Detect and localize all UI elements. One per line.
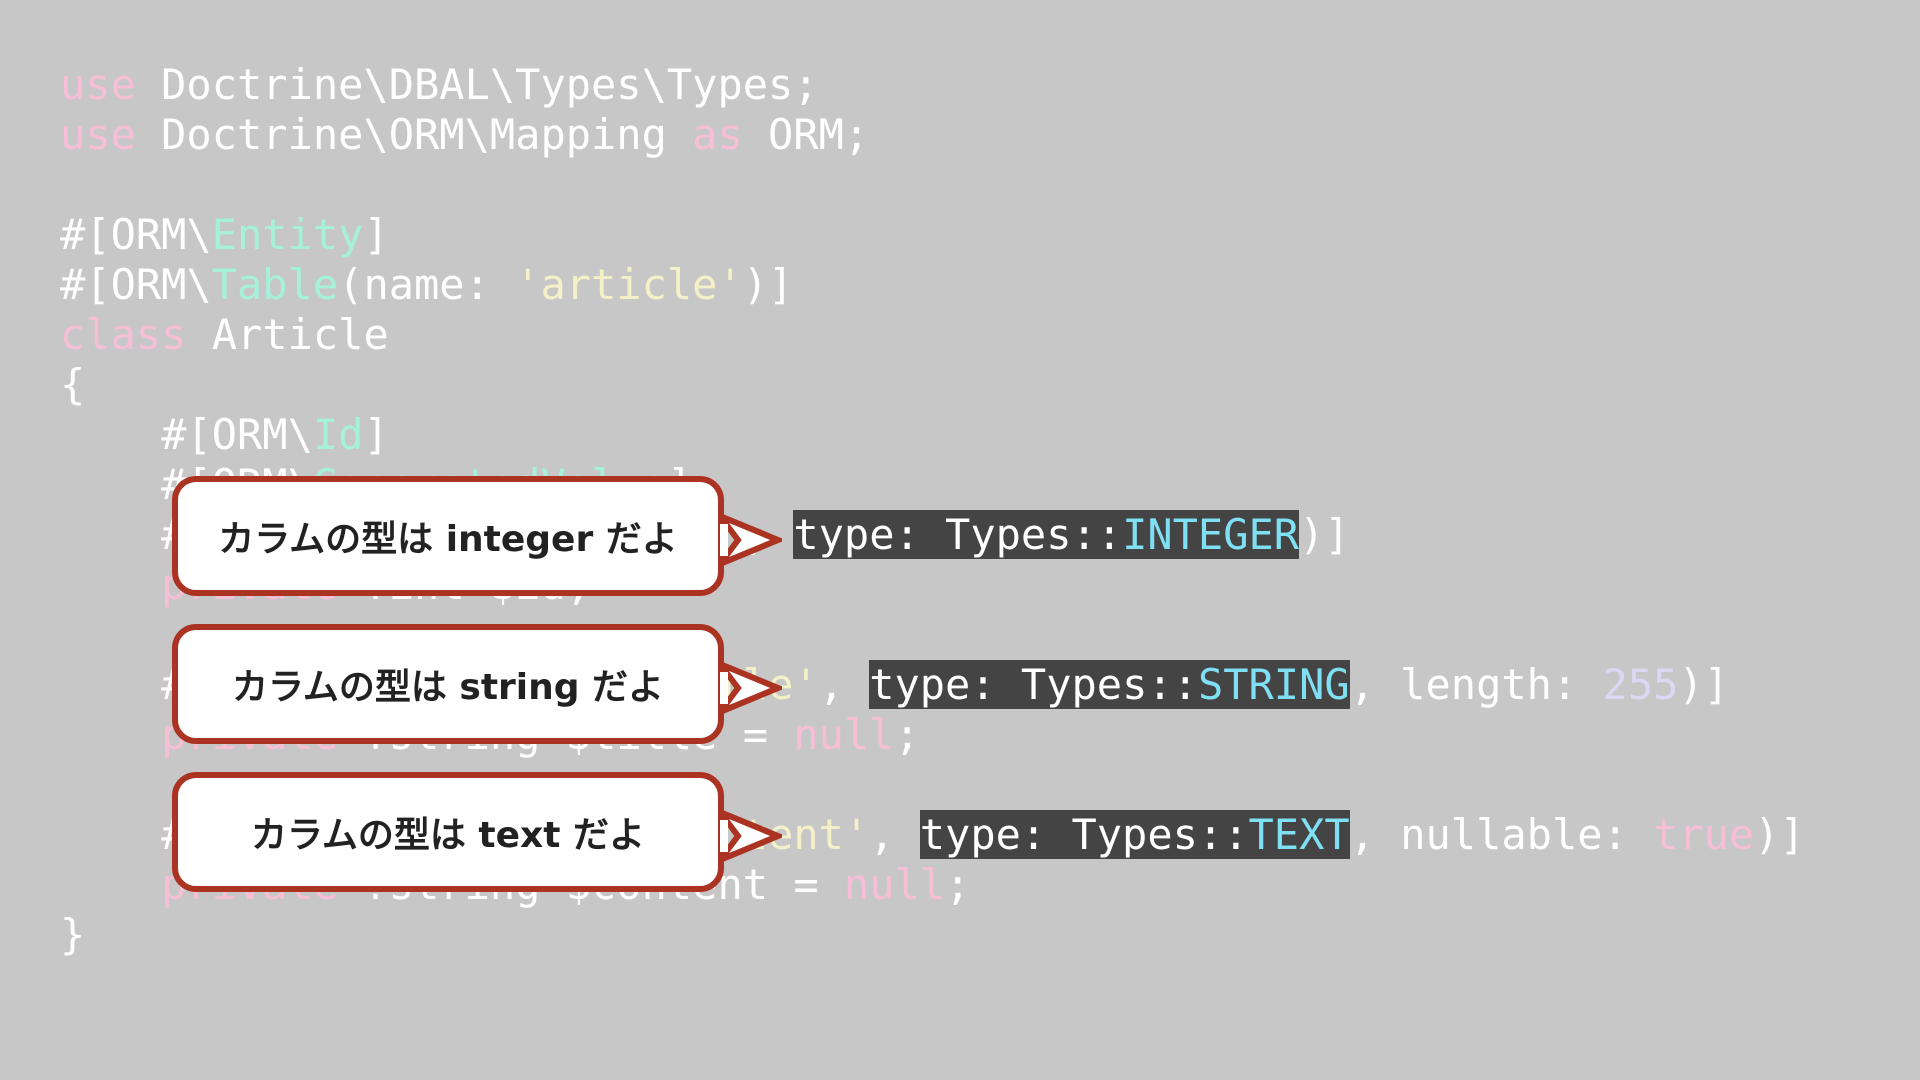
code-token: [60, 860, 161, 909]
code-token: ;: [945, 860, 971, 909]
code-token: [60, 560, 161, 609]
callout-pointer-icon: [720, 660, 782, 716]
code-token: ]: [363, 410, 389, 459]
highlighted-type-token: type: Types::: [919, 810, 1249, 859]
callout-text: カラムの型は integer だよ: [218, 519, 678, 560]
code-line: #[ORM\Table(name: 'article')]: [60, 260, 1805, 310]
code-token: Doctrine\ORM\Mapping: [135, 110, 693, 159]
code-token: )]: [742, 260, 794, 309]
code-line: #[ORM\Id]: [60, 410, 1805, 460]
callout-text: カラムの型は string だよ: [231, 667, 665, 708]
code-token: [60, 710, 161, 759]
code-token: use: [60, 60, 136, 109]
code-token: ,: [869, 810, 920, 859]
callout-pointer-icon: [720, 512, 782, 568]
code-line: #[ORM\Entity]: [60, 210, 1805, 260]
code-token: Entity: [211, 210, 364, 259]
code-line: class Article: [60, 310, 1805, 360]
code-token: )]: [1678, 660, 1729, 709]
code-token: Article: [186, 310, 389, 359]
code-token: null: [843, 860, 946, 909]
code-token: Table: [211, 260, 339, 309]
code-token: )]: [1754, 810, 1805, 859]
code-token: 255: [1602, 660, 1679, 709]
code-line: [60, 160, 1805, 210]
code-token: true: [1653, 810, 1755, 859]
code-line: }: [60, 910, 1805, 960]
code-token: null: [793, 710, 895, 759]
code-token: (name:: [338, 260, 516, 309]
code-token: class: [60, 310, 187, 359]
callout-text-type: カラムの型は text だよ: [172, 772, 724, 892]
code-token: ]: [363, 210, 389, 259]
code-token: use: [60, 110, 136, 159]
callout-integer: カラムの型は integer だよ: [172, 476, 724, 596]
code-token: Id: [312, 410, 364, 459]
code-token: )]: [1299, 510, 1350, 559]
code-token: ,: [818, 660, 870, 709]
code-token: #[ORM\: [60, 210, 212, 259]
code-token: , length:: [1349, 660, 1603, 709]
code-token: as: [692, 110, 743, 159]
highlighted-type-token: STRING: [1197, 660, 1350, 709]
code-token: ;: [894, 710, 920, 759]
code-line: use Doctrine\ORM\Mapping as ORM;: [60, 110, 1805, 160]
code-token: {: [60, 360, 86, 409]
code-token: , nullable:: [1349, 810, 1654, 859]
callout-text: カラムの型は text だよ: [250, 815, 646, 856]
code-token: #[ORM\: [60, 410, 313, 459]
code-line: {: [60, 360, 1805, 410]
code-token: 'article': [515, 260, 743, 309]
callout-string: カラムの型は string だよ: [172, 624, 724, 744]
highlighted-type-token: TEXT: [1248, 810, 1350, 859]
highlighted-type-token: INTEGER: [1122, 510, 1300, 559]
code-token: }: [60, 910, 86, 959]
highlighted-type-token: type: Types::: [793, 510, 1123, 559]
code-line: use Doctrine\DBAL\Types\Types;: [60, 60, 1805, 110]
code-token: #[ORM\: [60, 260, 212, 309]
code-token: Doctrine\DBAL\Types\Types;: [135, 60, 819, 109]
highlighted-type-token: type: Types::: [869, 660, 1198, 709]
callout-pointer-icon: [720, 808, 782, 864]
code-token: ORM;: [742, 110, 870, 159]
